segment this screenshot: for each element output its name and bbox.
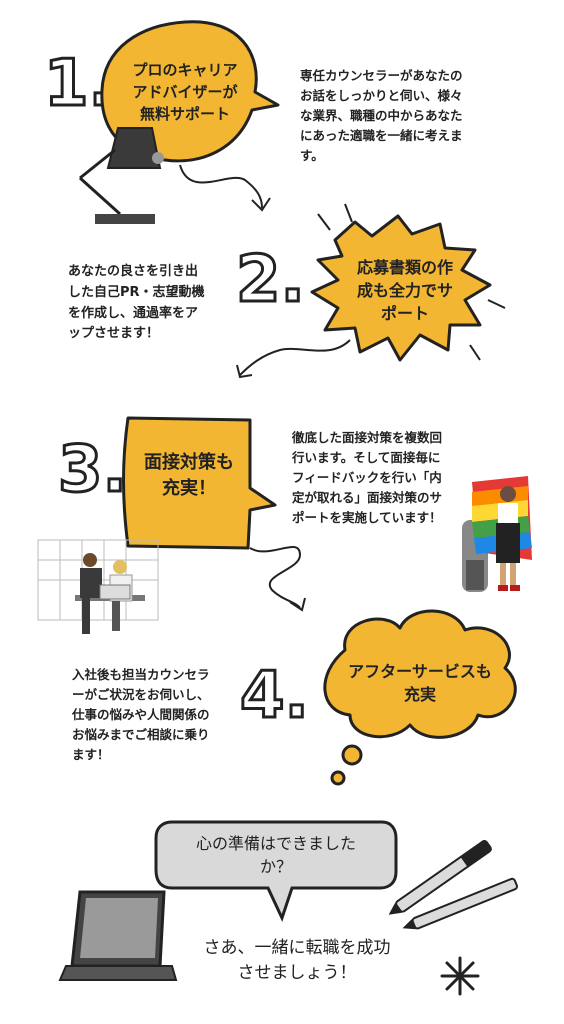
step-2-bubble-text: 応募書類の作 成も全力でサ ポート xyxy=(356,258,453,324)
step-2-number: 2. xyxy=(235,243,307,317)
step-3-description: 徹底した面接対策を複数回 行います。そして面接毎に フィードバックを行い「内 定… xyxy=(292,430,443,525)
step-4-bubble-text: アフターサービスも 充実 xyxy=(348,662,492,705)
step-3-number: 3. xyxy=(57,433,129,507)
step-4-number: 4. xyxy=(239,659,311,733)
step-3-bubble-text: 面接対策も 充実！ xyxy=(144,452,234,500)
step-1-bubble-text: プロのキャリア アドバイザーが 無料サポート xyxy=(132,61,238,123)
step-4-description: 入社後も担当カウンセラ ーがご状況をお伺いし、 仕事の悩みや人間関係の お悩みま… xyxy=(72,667,210,762)
step-2-description: あなたの良さを引き出 した自己PR・志望動機 を作成し、通過率をア ップさせます… xyxy=(68,264,205,342)
closing-cta: さあ、一緒に転職を成功 させましょう！ xyxy=(203,938,391,983)
closing-question: 心の準備はできました か？ xyxy=(195,834,356,877)
step-1-description: 専任カウンセラーがあなたの お話をしっかりと伺い、様々 な業界、職種の中からあな… xyxy=(300,68,463,163)
